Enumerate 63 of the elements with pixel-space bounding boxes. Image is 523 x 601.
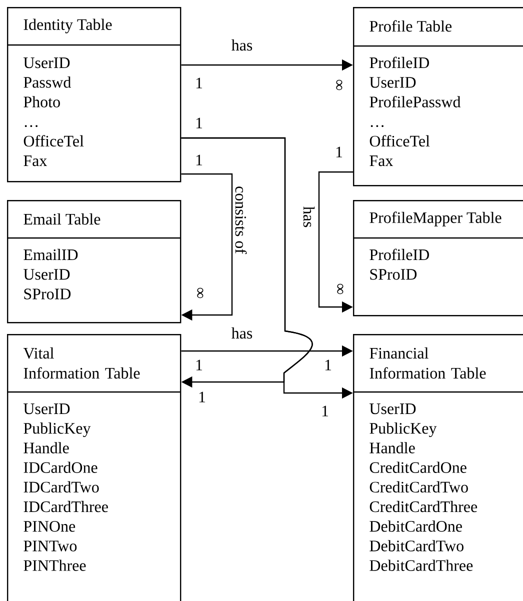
table-title: Vital Information Table xyxy=(23,347,140,379)
edge-label: has xyxy=(230,326,254,340)
field-name: UserID xyxy=(24,404,70,414)
edge-label: has xyxy=(302,205,316,229)
field-name: ProfileID xyxy=(370,56,429,68)
field-name: EmailID xyxy=(24,248,78,260)
field-name: IDCardTwo xyxy=(24,481,99,493)
table-box xyxy=(353,200,523,316)
table-title: Financial Information Table xyxy=(370,347,486,379)
table-box xyxy=(7,7,182,182)
edge-label: has xyxy=(230,38,254,52)
field-name: CreditCardThree xyxy=(370,500,478,512)
field-name: UserID xyxy=(370,404,416,414)
field-name: SProID xyxy=(370,269,417,280)
table-title: ProfileMapper Table xyxy=(370,212,502,226)
field-name: IDCardThree xyxy=(24,500,108,512)
cardinality-label: ∞ xyxy=(336,80,342,90)
field-name: IDCardOne xyxy=(24,462,98,473)
table-box xyxy=(353,7,523,186)
cardinality-label: 1 xyxy=(196,118,202,128)
field-name: PINThree xyxy=(24,560,86,571)
cardinality-label: 1 xyxy=(325,360,332,370)
field-name: Fax xyxy=(24,156,47,166)
cardinality-label: 1 xyxy=(199,392,206,402)
field-name: DebitCardThree xyxy=(370,560,473,571)
cardinality-label: 1 xyxy=(336,146,342,158)
field-name: PINTwo xyxy=(24,540,77,552)
field-name: UserID xyxy=(24,58,70,68)
field-name: SProID xyxy=(24,288,71,300)
cardinality-label: 1 xyxy=(196,154,202,166)
cardinality-label: 1 xyxy=(196,360,202,370)
field-name: ProfilePasswd xyxy=(370,96,461,108)
cardinality-label: 1 xyxy=(322,406,328,416)
field-name: DebitCardOne xyxy=(370,520,462,532)
field-name: UserID xyxy=(24,269,70,280)
field-name: Handle xyxy=(370,442,415,454)
field-name: PublicKey xyxy=(370,422,437,438)
field-name: Fax xyxy=(370,156,393,166)
field-name: … xyxy=(370,125,384,128)
arrow xyxy=(181,173,233,321)
field-name: DebitCardTwo xyxy=(370,540,464,552)
table-box xyxy=(7,334,182,601)
field-name: Photo xyxy=(24,96,60,108)
field-name: ProfileID xyxy=(370,248,429,260)
field-name: Passwd xyxy=(24,76,71,88)
table-box xyxy=(7,200,182,324)
edge-label: consists of xyxy=(234,185,248,255)
field-name: OfficeTel xyxy=(24,135,84,147)
table-box xyxy=(353,334,523,601)
field-name: CreditCardOne xyxy=(370,462,466,473)
field-name: CreditCardTwo xyxy=(370,481,468,493)
cardinality-label: ∞ xyxy=(197,288,204,298)
cardinality-label: ∞ xyxy=(337,284,344,294)
table-title: Profile Table xyxy=(370,20,452,32)
field-name: UserID xyxy=(370,77,416,88)
cardinality-label: 1 xyxy=(196,78,202,88)
table-title: Identity Table xyxy=(24,18,112,34)
field-name: PINOne xyxy=(24,521,76,532)
field-name: … xyxy=(24,125,38,128)
field-name: Handle xyxy=(24,442,69,454)
field-name: OfficeTel xyxy=(370,135,430,147)
table-title: Email Table xyxy=(24,213,100,225)
field-name: PublicKey xyxy=(24,422,91,438)
